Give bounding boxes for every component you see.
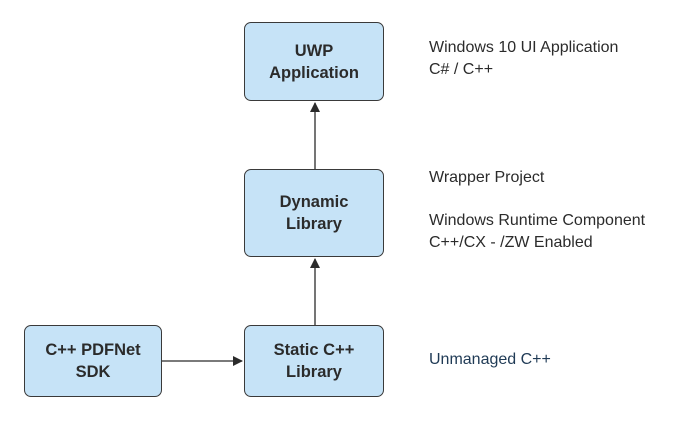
wrapper-annotation-line1: Wrapper Project [429, 169, 545, 186]
runtime-annotation: Windows Runtime Component C++/CX - /ZW E… [429, 210, 645, 254]
uwp-node-line1: UWP [294, 41, 334, 60]
sdk-node-line1: C++ PDFNet [45, 341, 141, 359]
static-node-line2: Library [286, 363, 342, 381]
uwp-annotation-line2: C# / C++ [429, 61, 494, 78]
runtime-annotation-line1: Windows Runtime Component [429, 212, 646, 229]
dynamic-node-line1: Dynamic [279, 193, 349, 211]
static-node-line1: Static C++ [273, 341, 355, 359]
unmanaged-annotation-line1: Unmanaged C++ [429, 351, 551, 368]
uwp-annotation-line1: Windows 10 UI Application [429, 39, 619, 56]
uwp-application-node: UWP Application [244, 22, 384, 101]
uwp-node-line2: Application [269, 63, 359, 82]
static-library-node: Static C++ Library [244, 325, 384, 397]
wrapper-annotation: Wrapper Project [429, 167, 544, 189]
sdk-node-line2: SDK [75, 363, 111, 381]
dynamic-library-node: Dynamic Library [244, 169, 384, 257]
pdfnet-sdk-node: C++ PDFNet SDK [24, 325, 162, 397]
runtime-annotation-line2: C++/CX - /ZW Enabled [429, 234, 593, 251]
dynamic-node-line2: Library [286, 215, 342, 233]
uwp-annotation: Windows 10 UI Application C# / C++ [429, 37, 618, 81]
unmanaged-annotation: Unmanaged C++ [429, 349, 551, 371]
